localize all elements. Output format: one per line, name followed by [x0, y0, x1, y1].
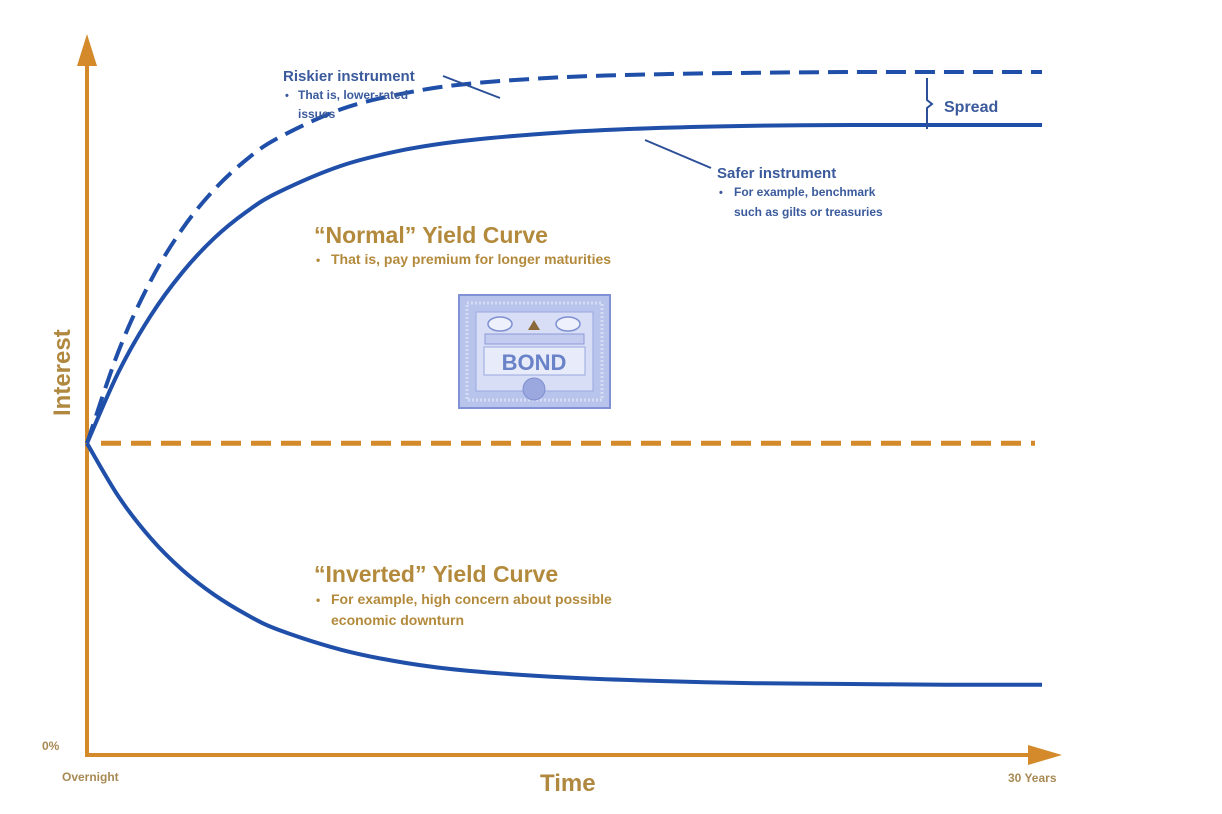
bond-eagle-icon — [528, 320, 540, 330]
safer-instrument-curve — [85, 122, 1042, 445]
normal-curve-bullet: • — [316, 253, 320, 267]
inverted-curve-annotation: “Inverted” Yield Curve • For example, hi… — [314, 561, 612, 628]
riskier-annotation: Riskier instrument • That is, lower-rate… — [283, 68, 501, 121]
series-layer — [85, 69, 1043, 687]
bond-label: BOND — [502, 350, 567, 375]
x-tick-label-overnight: Overnight — [62, 770, 119, 784]
inverted-yield-curve — [85, 442, 1043, 687]
riskier-line-1: That is, lower-rated — [298, 88, 408, 102]
safer-title: Safer instrument — [717, 165, 836, 182]
safer-line-2: such as gilts or treasuries — [734, 205, 883, 219]
riskier-line-2: issues — [298, 107, 336, 121]
bond-seal-right — [555, 316, 581, 332]
y-tick-label-0pct: 0% — [42, 739, 60, 753]
y-axis-arrow-icon — [77, 34, 97, 66]
normal-curve-title: “Normal” Yield Curve — [314, 222, 548, 248]
safer-line-1: For example, benchmark — [734, 185, 876, 199]
x-axis-label: Time — [540, 770, 596, 797]
safer-bullet: • — [719, 187, 723, 199]
inverted-curve-title: “Inverted” Yield Curve — [314, 561, 558, 587]
riskier-instrument-curve — [85, 69, 1042, 444]
riskier-leader-line — [442, 75, 501, 99]
inverted-curve-bullet: • — [316, 593, 320, 607]
inverted-curve-line-2: economic downturn — [331, 612, 464, 628]
axes — [77, 34, 1062, 765]
spread-label: Spread — [944, 99, 998, 116]
bond-seal-bottom — [522, 377, 546, 401]
safer-annotation: Safer instrument • For example, benchmar… — [644, 139, 883, 219]
bond-certificate-icon: BOND — [458, 294, 611, 409]
bond-seal-left — [487, 316, 513, 332]
spread-bracket — [926, 78, 934, 129]
safer-leader-line — [644, 139, 712, 169]
x-tick-label-30-years: 30 Years — [1008, 771, 1057, 785]
x-axis-arrow-icon — [1028, 745, 1062, 765]
normal-curve-line-1: That is, pay premium for longer maturiti… — [331, 251, 611, 267]
riskier-bullet: • — [285, 90, 289, 102]
riskier-title: Riskier instrument — [283, 68, 415, 85]
y-axis-label: Interest — [49, 329, 76, 416]
spread-brace-icon — [926, 78, 934, 129]
normal-curve-annotation: “Normal” Yield Curve • That is, pay prem… — [314, 222, 611, 267]
inverted-curve-line-1: For example, high concern about possible — [331, 591, 612, 607]
